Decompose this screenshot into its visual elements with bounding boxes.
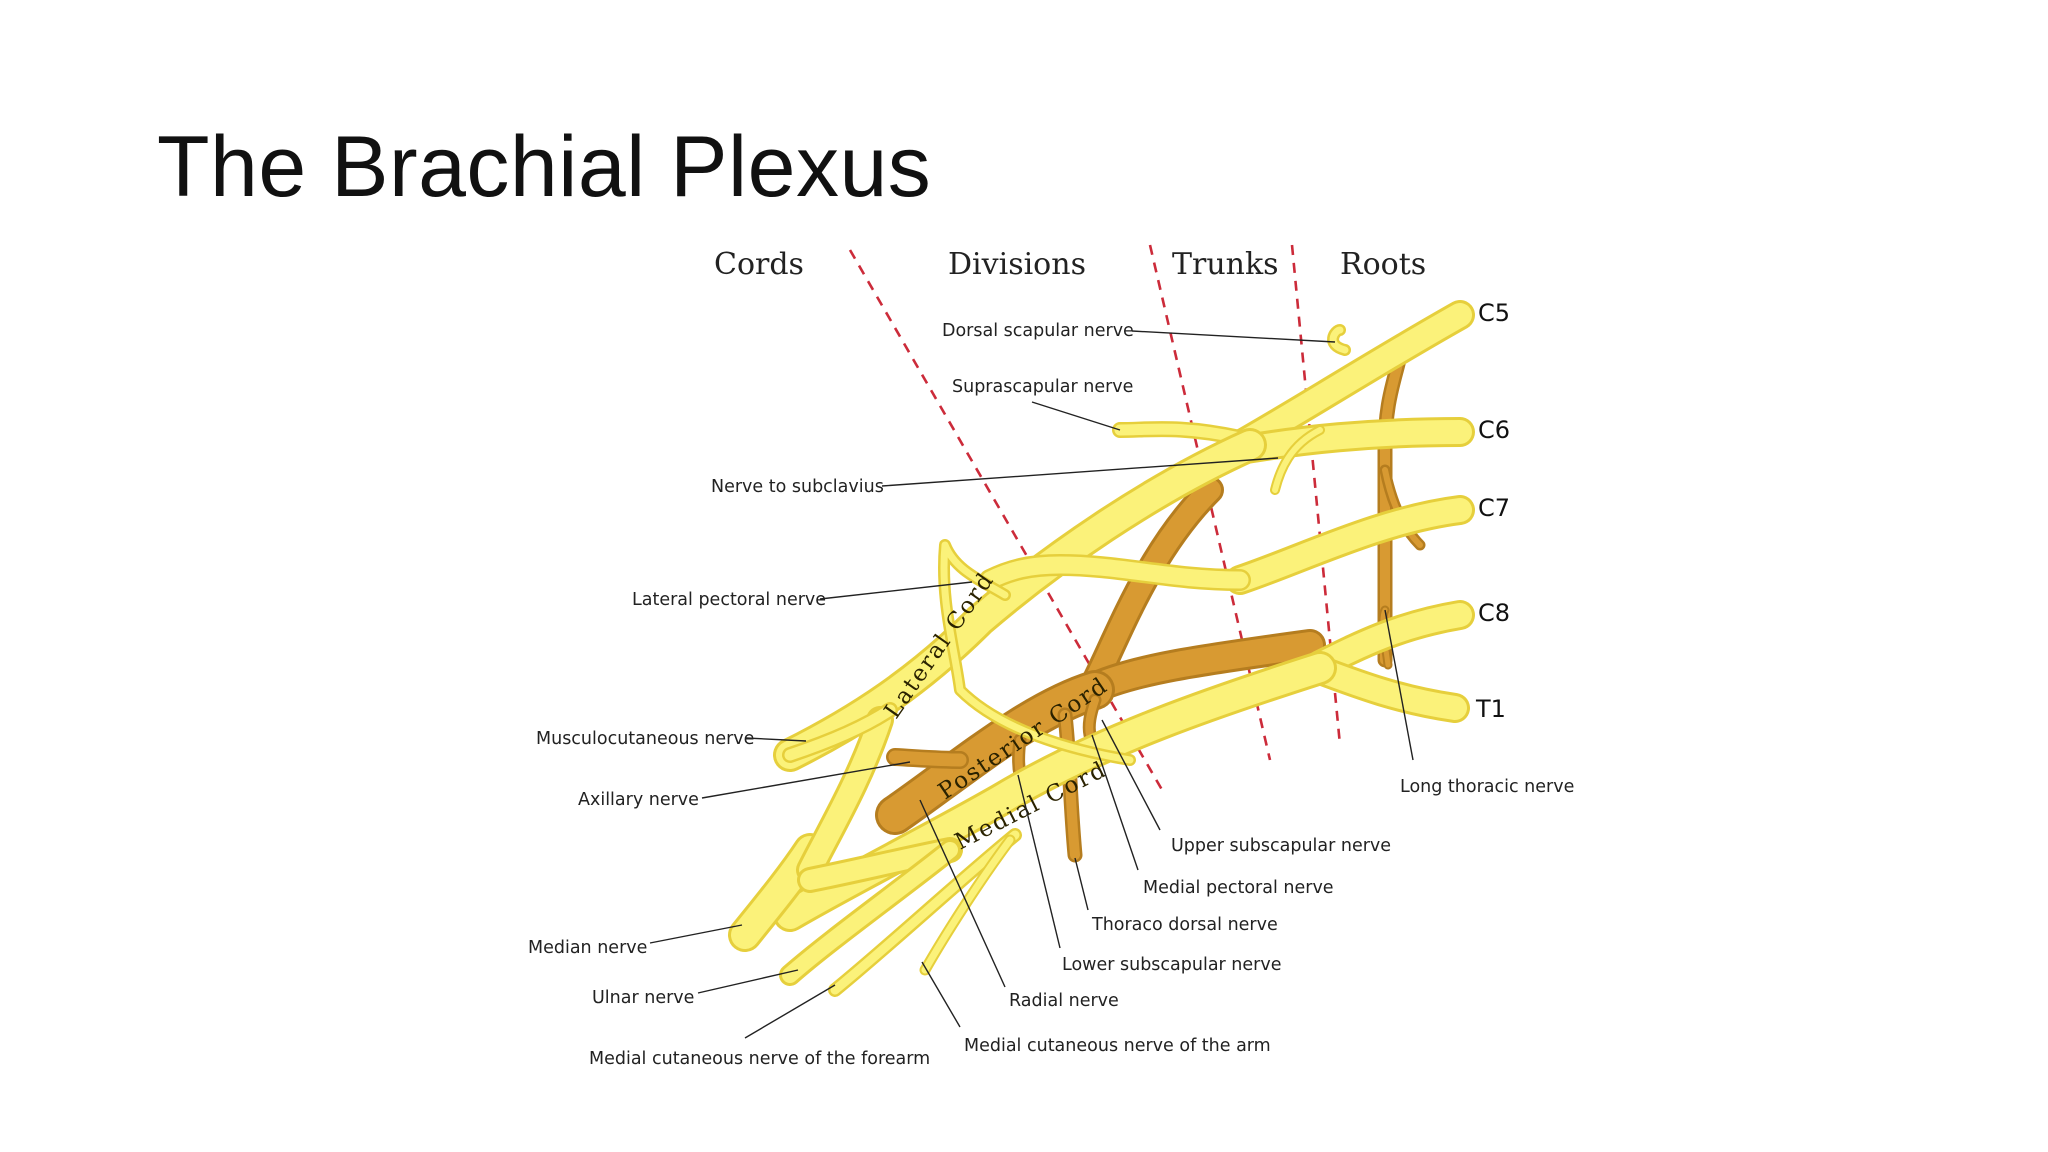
nerve-labels: Dorsal scapular nerve Suprascapular nerv… — [528, 321, 1574, 1069]
label-long-thoracic: Long thoracic nerve — [1400, 777, 1574, 797]
label-axillary: Axillary nerve — [578, 790, 699, 810]
slide-title: The Brachial Plexus — [157, 119, 932, 215]
label-lateral-pectoral: Lateral pectoral nerve — [632, 590, 826, 610]
label-lower-subscapular: Lower subscapular nerve — [1062, 955, 1282, 975]
root-labels: C5 C6 C7 C8 T1 — [1475, 299, 1510, 723]
label-radial: Radial nerve — [1009, 991, 1119, 1011]
label-medial-cutaneous-forearm: Medial cutaneous nerve of the forearm — [589, 1049, 930, 1069]
section-label-cords: Cords — [714, 247, 804, 282]
root-label-c5: C5 — [1478, 299, 1510, 327]
section-headings: Cords Divisions Trunks Roots — [714, 247, 1426, 282]
yellow-nerves — [728, 300, 1475, 997]
label-suprascapular: Suprascapular nerve — [952, 377, 1133, 397]
root-label-t1: T1 — [1475, 695, 1506, 723]
section-label-trunks: Trunks — [1172, 247, 1279, 282]
root-label-c8: C8 — [1478, 599, 1510, 627]
leader-lines — [649, 330, 1414, 1039]
root-label-c7: C7 — [1478, 494, 1510, 522]
label-dorsal-scapular: Dorsal scapular nerve — [942, 321, 1134, 341]
label-medial-cutaneous-arm: Medial cutaneous nerve of the arm — [964, 1036, 1271, 1056]
label-nerve-to-subclavius: Nerve to subclavius — [711, 477, 884, 497]
label-ulnar: Ulnar nerve — [592, 988, 694, 1008]
label-thoracodorsal: Thoraco dorsal nerve — [1091, 915, 1278, 935]
section-label-divisions: Divisions — [948, 247, 1086, 282]
label-musculocutaneous: Musculocutaneous nerve — [536, 729, 754, 749]
label-upper-subscapular: Upper subscapular nerve — [1171, 836, 1391, 856]
divider-cords-divisions — [848, 249, 1167, 796]
label-medial-pectoral: Medial pectoral nerve — [1143, 878, 1334, 898]
root-label-c6: C6 — [1478, 416, 1510, 444]
label-median: Median nerve — [528, 938, 647, 958]
section-label-roots: Roots — [1340, 247, 1426, 282]
